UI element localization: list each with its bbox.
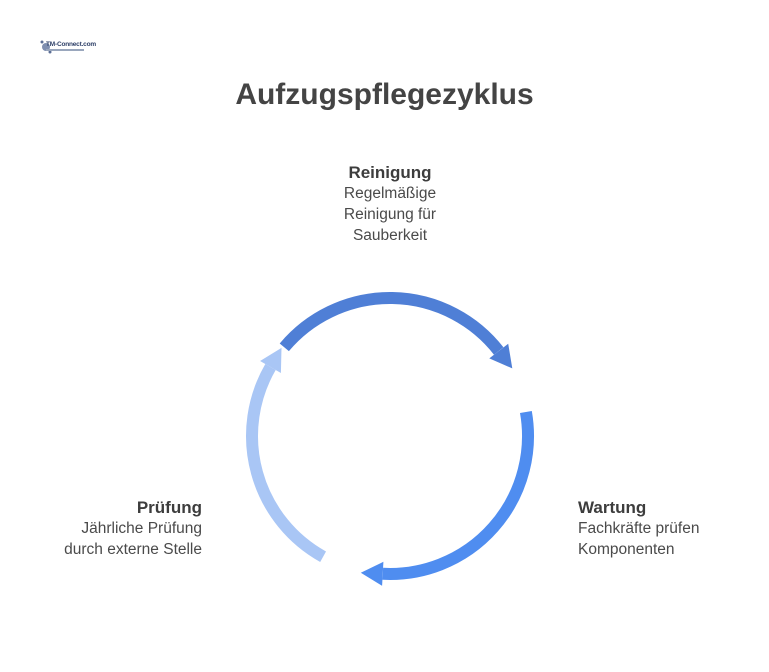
step-wartung: Wartung Fachkräfte prüfen Komponenten: [578, 498, 758, 560]
page-title: Aufzugspflegezyklus: [235, 78, 534, 111]
logo-text: TM-Connect.com: [46, 41, 96, 48]
cycle-arrow-pruefung-to-reinigung: [246, 364, 327, 562]
step-pruefung-title: Prüfung: [136, 498, 202, 517]
step-reinigung: Reinigung Regelmäßige Reinigung für Saub…: [290, 163, 490, 246]
step-pruefung: Prüfung Jährliche Prüfung durch externe …: [20, 498, 202, 560]
cycle-arrowhead-pruefung: [360, 561, 384, 586]
step-reinigung-title: Reinigung: [348, 163, 432, 182]
cycle-arrow-reinigung-to-wartung: [279, 292, 504, 355]
brand-logo: TM-Connect.com: [40, 38, 96, 58]
cycle-arrow-wartung-to-pruefung: [382, 410, 534, 580]
cycle-arrowhead-wartung: [489, 343, 513, 369]
step-reinigung-description: Regelmäßige Reinigung für Sauberkeit: [343, 185, 437, 244]
step-pruefung-description: Jährliche Prüfung durch externe Stelle: [64, 520, 202, 558]
cycle-arrowhead-reinigung: [260, 347, 282, 373]
step-wartung-description: Fachkräfte prüfen Komponenten: [578, 520, 700, 558]
step-wartung-title: Wartung: [578, 498, 647, 517]
logo-tagline-bar: [46, 49, 84, 51]
